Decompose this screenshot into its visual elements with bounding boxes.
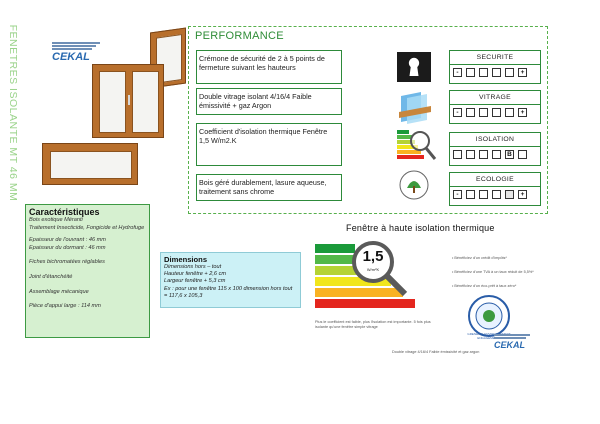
characteristics-item: Fiches bichromatées réglables [29,259,105,266]
characteristics-title: Caractéristiques [29,207,100,217]
rating-cell [492,68,501,77]
eco-label-icon [395,168,433,202]
characteristics-item: Assemblage mécanique [29,288,89,295]
rating-glazing: VITRAGE - + [449,90,541,124]
insulation-title: Fenêtre à haute isolation thermique [346,223,495,233]
insulation-bullet: • Bénéficiez d'une TVA à un taux réduit … [452,270,534,274]
keyhole-icon [395,50,433,84]
rating-cell [466,108,475,117]
dimensions-box: Dimensions Dimensions hors – tout Hauteu… [160,252,301,308]
feature-ecology: Bois géré durablement, lasure aqueuse, t… [196,174,342,201]
characteristics-item: Joint d'étanchéité [29,273,73,280]
rating-cells: B [453,150,531,159]
magnifier-icon [351,240,408,297]
rating-cell: - [453,190,462,199]
feature-security: Crémone de sécurité de 2 à 5 points de f… [196,50,342,84]
rating-cell [479,190,488,199]
rating-cell [505,108,514,117]
energy-label-icon [395,126,437,160]
dimensions-item: Ex : pour une fenêtre 115 x 100 dimensio… [164,285,293,299]
characteristics-item: Epaisseur de l'ouvrant : 46 mm [29,237,106,244]
characteristics-item: Bois exotique Méranti [29,217,83,223]
rating-cell: - [453,68,462,77]
dimensions-item: Largeur fenêtre + 5,3 cm [164,278,226,285]
double-glazing-icon [395,90,433,124]
feature-glazing: Double vitrage isolant 4/16/4 Faible émi… [196,88,342,115]
rating-cell [466,190,475,199]
characteristics-item: Pièce d'appui large : 114 mm [29,303,101,310]
rating-cell [505,68,514,77]
rating-cell [466,150,475,159]
u-value-unit: W/m²K [366,267,380,272]
rating-cell [479,150,488,159]
cekal-logo-bottom: CEKAL [494,334,534,350]
rating-cells: - + [453,108,531,117]
rating-cell [479,108,488,117]
rating-cell: - [453,108,462,117]
window-fixed-image [42,143,138,185]
cekal-logo: CEKAL [52,42,104,63]
rating-cell [518,150,527,159]
rating-cell: + [518,190,527,199]
vertical-title: FENETRES ISOLANTE MT 46 MM [7,24,19,202]
rating-cell [492,190,501,199]
insulation-bullet: • Bénéficiez d'un éco-prêt à taux zéro* [452,284,517,288]
rating-security: SECURITE - + [449,50,541,84]
rating-cell [505,190,514,199]
glazing-footnote: Double vitrage 4/16/4 Faible émissivité … [392,350,480,354]
characteristics-box: Caractéristiques Bois exotique Méranti T… [25,204,150,338]
insulation-note: Plus le coefficient est faible, plus l'i… [315,320,431,329]
energy-scale-graphic: 1,5 W/m²K [315,240,435,318]
feature-insulation: Coefficient d'isolation thermique Fenêtr… [196,123,342,166]
rating-cell [492,150,501,159]
rating-insulation: ISOLATION B [449,132,541,166]
u-value: 1,5 [362,248,384,265]
rating-ecology: ECOLOGIE - + [449,172,541,206]
rating-cells: - + [453,68,531,77]
rating-cell [479,68,488,77]
rating-cell: + [518,68,527,77]
window-double-casement-image [92,64,164,138]
rating-cell [466,68,475,77]
rating-cell: + [518,108,527,117]
rating-cell [492,108,501,117]
rating-cell [453,150,462,159]
dimensions-item: Hauteur fenêtre + 2,6 cm [164,271,227,278]
rating-cells: - + [453,190,531,199]
dimensions-title: Dimensions [164,255,208,264]
rating-cell: B [505,150,514,159]
performance-title: PERFORMANCE [195,30,284,42]
characteristics-item: Traitement Insecticide, Fongicide et Hyd… [29,224,145,231]
characteristics-item: Epaisseur du dormant : 46 mm [29,244,106,251]
grenelle-badge: GRENELLE ENVIRONNEMENT ENGAGEMENTS [466,294,512,340]
performance-panel [188,26,548,214]
dimensions-item: Dimensions hors – tout [164,264,222,270]
insulation-bullet: • Bénéficiez d'un crédit d'impôts* [452,256,507,260]
